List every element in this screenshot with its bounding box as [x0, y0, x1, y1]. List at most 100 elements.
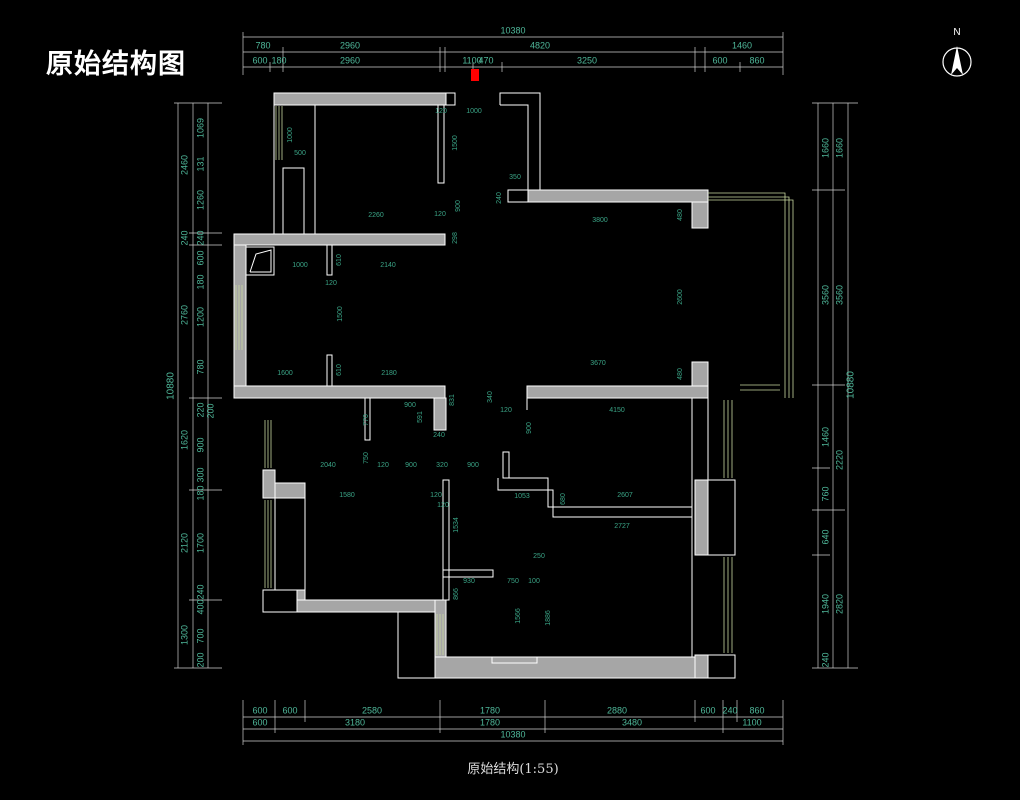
dimension-label: 120: [377, 462, 389, 469]
dimension-label: 600: [282, 705, 297, 715]
dimension-label: 1580: [339, 492, 355, 499]
dimension-label: 1660: [820, 138, 830, 158]
dimension-label: 860: [749, 705, 764, 715]
dimension-label: 1700: [195, 533, 205, 553]
dimension-label: 700: [195, 628, 205, 643]
dimension-label: 2880: [607, 705, 627, 715]
dimension-label: 900: [405, 462, 417, 469]
dimension-label: 180: [195, 274, 205, 289]
dimension-label: 610: [336, 364, 343, 376]
dimension-label: 600: [700, 705, 715, 715]
dimension-label: 240: [496, 192, 503, 204]
dimension-label: 350: [509, 174, 521, 181]
dimension-label: 300: [195, 467, 205, 482]
dimension-label: 298: [452, 232, 459, 244]
dimension-label: 600: [195, 250, 205, 265]
dimension-label: 1200: [195, 307, 205, 327]
dimension-label: 591: [417, 411, 424, 423]
dimension-label: 480: [677, 209, 684, 221]
dimension-label: 120: [500, 407, 512, 414]
dimension-label: 10380: [500, 729, 525, 739]
dimension-label: 930: [463, 578, 475, 585]
dimension-label: 240: [722, 705, 737, 715]
entrance-marker: [471, 69, 479, 81]
dimension-label: 2140: [380, 262, 396, 269]
dimension-label: 1566: [515, 608, 522, 624]
dimension-label: 860: [749, 55, 764, 65]
dimension-label: 831: [449, 394, 456, 406]
dimension-label: 2600: [677, 289, 684, 305]
north-arrow-icon: [951, 46, 963, 75]
plan-caption: 原始结构(1:55): [467, 762, 558, 777]
dimension-label: 640: [820, 529, 830, 544]
dimension-label: 1660: [834, 138, 844, 158]
drawing-title: 原始结构图: [46, 49, 186, 80]
dimension-label: 400: [195, 599, 205, 614]
dimension-label: 480: [677, 368, 684, 380]
dimension-label: 750: [507, 578, 519, 585]
dimension-label: 600: [712, 55, 727, 65]
dimension-label: 2180: [381, 370, 397, 377]
dimension-label: 1500: [337, 306, 344, 322]
dimension-label: 1460: [732, 40, 752, 50]
dimension-label: 4150: [609, 407, 625, 414]
dimension-lines: [174, 32, 858, 745]
dimension-label: 760: [820, 486, 830, 501]
dimension-label: 240: [433, 432, 445, 439]
dimension-label: 220: [195, 402, 205, 417]
dimension-label: 866: [453, 588, 460, 600]
dimension-label: 2820: [834, 594, 844, 614]
dimension-label: 2960: [340, 40, 360, 50]
dimension-label: 900: [404, 402, 416, 409]
dimension-label: 2220: [834, 450, 844, 470]
dimension-label: 2260: [368, 212, 384, 219]
dimension-label: 1000: [287, 127, 294, 143]
dimension-label: 900: [526, 422, 533, 434]
dimension-label: 1260: [195, 190, 205, 210]
dimension-label: 470: [478, 55, 493, 65]
dimension-label: 2727: [614, 523, 630, 530]
dimension-label: 1300: [179, 625, 189, 645]
dimension-label: 2040: [320, 462, 336, 469]
dimension-label: 240: [195, 230, 205, 245]
dimension-label: 120: [430, 492, 442, 499]
dimension-label: 1600: [277, 370, 293, 377]
dimension-label: 1053: [514, 493, 530, 500]
dimension-label: 120: [437, 502, 449, 509]
dimension-label: 240: [820, 652, 830, 667]
dimension-label: 200: [205, 403, 215, 418]
dimension-label: 250: [533, 553, 545, 560]
dimension-label: 2120: [179, 533, 189, 553]
dimension-label: 1534: [453, 517, 460, 533]
dimension-label: 3800: [592, 217, 608, 224]
dimension-label: 1460: [820, 427, 830, 447]
dimension-label: 1940: [820, 594, 830, 614]
dimension-label: 2460: [179, 155, 189, 175]
dimension-label: 3670: [590, 360, 606, 367]
dimension-label: 100: [528, 578, 540, 585]
windows: [235, 106, 794, 655]
north-arrow: N: [942, 27, 972, 77]
walls: [233, 92, 736, 679]
dimension-label: 3180: [345, 717, 365, 727]
dimension-label: 900: [467, 462, 479, 469]
dimension-label: 320: [436, 462, 448, 469]
dimension-label: 770: [363, 414, 370, 426]
dimension-label: 750: [363, 452, 370, 464]
dimension-label: 2760: [179, 305, 189, 325]
dimension-label: 900: [455, 200, 462, 212]
dimension-label: 3560: [834, 285, 844, 305]
north-label: N: [953, 27, 960, 38]
dimension-label: 240: [195, 584, 205, 599]
dimension-label: 1886: [545, 610, 552, 626]
dimension-label: 1000: [466, 108, 482, 115]
dimension-label: 3480: [622, 717, 642, 727]
dimension-label: 1780: [480, 717, 500, 727]
dimension-label: 2607: [617, 492, 633, 499]
dimension-label: 780: [255, 40, 270, 50]
dimension-label: 120: [435, 108, 447, 115]
dimension-label: 3250: [577, 55, 597, 65]
dimension-label: 610: [336, 254, 343, 266]
dimension-label: 2960: [340, 55, 360, 65]
